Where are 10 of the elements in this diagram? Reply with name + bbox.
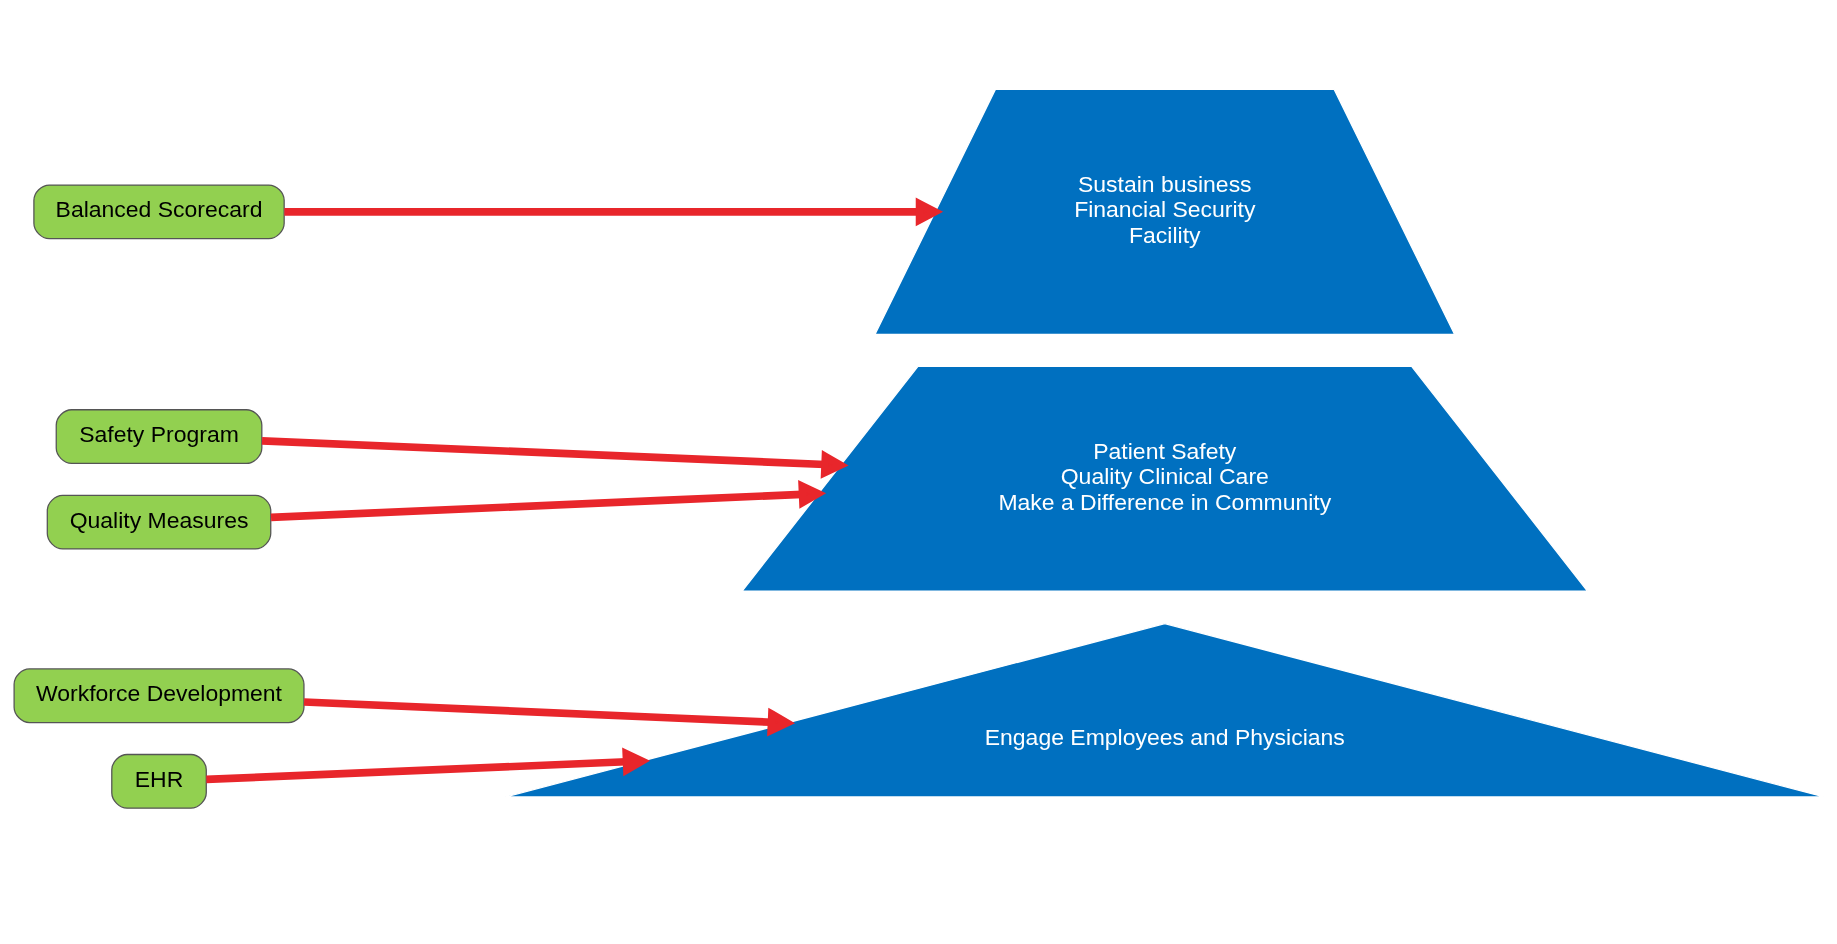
arrow xyxy=(205,747,650,784)
node-box: Quality Measures xyxy=(46,494,271,550)
arrow xyxy=(261,437,849,479)
arrow xyxy=(283,197,943,227)
node-box: Safety Program xyxy=(55,409,262,464)
node-box: Balanced Scorecard xyxy=(32,184,285,240)
node-box: Workforce Development xyxy=(12,668,305,724)
node-box: EHR xyxy=(110,753,207,809)
arrow xyxy=(270,480,826,522)
arrow xyxy=(303,698,795,737)
